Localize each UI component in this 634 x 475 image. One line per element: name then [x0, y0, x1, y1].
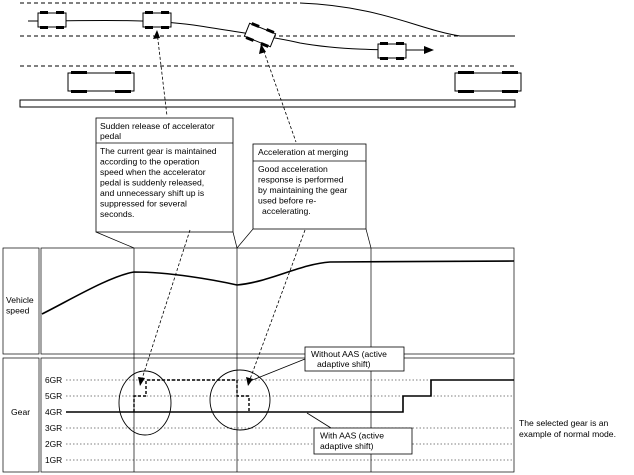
- truck-icon: [67, 71, 135, 93]
- highlight-circle: [209, 369, 271, 431]
- with-aas-annotation: With AAS (active adaptive shift): [306, 412, 413, 455]
- annotation-line: Without AAS (active: [311, 349, 387, 359]
- annotation-leader: [306, 412, 332, 429]
- gear-tick-label: 2GR: [45, 439, 62, 449]
- callout-body-line: suppressed for several: [100, 199, 187, 209]
- gear-line-without-aas: [133, 379, 250, 412]
- callout-body-line: Good acceleration: [258, 164, 328, 174]
- bracket-line: [232, 231, 238, 249]
- without-aas-annotation: Without AAS (active adaptive shift): [249, 346, 405, 382]
- speed-label-line: speed: [6, 306, 30, 316]
- selected-gear-note: The selected gear is an example of norma…: [519, 418, 616, 439]
- speed-curve: [41, 260, 515, 315]
- callout-leader-arrowhead: [246, 377, 253, 386]
- annotation-line: With AAS (active: [320, 431, 384, 441]
- callout-box: [252, 143, 367, 230]
- road-scene: [19, 2, 522, 108]
- note-line: example of normal mode.: [519, 429, 616, 439]
- highlight-circle: [118, 370, 172, 436]
- callout-brackets: [95, 228, 372, 249]
- scene-leaders: [153, 30, 297, 143]
- callout-box: [95, 117, 234, 233]
- gear-label: Gear: [11, 407, 30, 417]
- bracket-line: [365, 228, 372, 249]
- speed-label-line: Vehicle: [6, 295, 34, 305]
- callout-leader: [248, 229, 306, 383]
- callout-body-line: by maintaining the gear: [258, 185, 347, 195]
- truck-icon: [454, 71, 522, 93]
- callout-body-line: used before re-: [258, 196, 316, 206]
- annotation-box: [304, 346, 405, 372]
- callout-body-line: The current gear is maintained: [100, 146, 217, 156]
- gear-tick-label: 4GR: [45, 407, 62, 417]
- vehicle-path-arrow: [27, 19, 426, 51]
- callout-body-line: response is performed: [258, 175, 344, 185]
- annotation-line: adaptive shift): [320, 441, 374, 451]
- vehicle-path-arrowhead: [424, 46, 434, 54]
- callout-title-line: Sudden release of accelerator: [100, 121, 215, 131]
- callout-title-line: Acceleration at merging: [258, 147, 349, 157]
- callout-body-line: speed when the accelerator: [100, 167, 206, 177]
- annotation-leader: [249, 358, 306, 382]
- car-icon: [377, 42, 407, 60]
- car-icon: [37, 11, 67, 29]
- callout-title-line: pedal: [100, 131, 121, 141]
- bracket-line: [236, 228, 254, 249]
- callout-merging: Acceleration at merging Good acceleratio…: [252, 143, 367, 230]
- leader-arrowhead: [153, 30, 160, 39]
- merge-lane-edge: [299, 2, 515, 37]
- callout-leader-arrowhead: [138, 377, 145, 386]
- annotation-box: [313, 427, 413, 455]
- car-icon: [243, 22, 277, 48]
- speed-plot-box: [40, 247, 515, 355]
- callout-body-line: seconds.: [100, 209, 134, 219]
- car-icon: [142, 11, 172, 29]
- leader-line: [261, 45, 297, 143]
- leader-line: [156, 31, 168, 117]
- road-barrier: [19, 99, 516, 108]
- callout-body-line: and unnecessary shift up is: [100, 188, 204, 198]
- gear-tick-label: 1GR: [45, 455, 62, 465]
- callout-body-line: pedal is suddenly released,: [100, 178, 204, 188]
- gear-label-box: [2, 357, 40, 473]
- gear-panel: Gear 6GR 5GR 4GR 3GR 2GR 1GR: [2, 229, 515, 473]
- note-line: The selected gear is an: [519, 418, 609, 428]
- annotation-line: adaptive shift): [317, 359, 371, 369]
- speed-label-box: [2, 247, 40, 355]
- callout-leader: [140, 229, 191, 383]
- callout-body-line: accelerating.: [262, 206, 311, 216]
- leader-arrowhead: [259, 44, 266, 54]
- gear-tick-label: 6GR: [45, 375, 62, 385]
- gear-line-with-aas: [66, 379, 514, 413]
- speed-panel: Vehicle speed: [2, 247, 515, 355]
- gear-plot-box: [40, 357, 515, 473]
- callout-sudden-release: Sudden release of accelerator pedal The …: [95, 117, 234, 233]
- bracket-line: [95, 231, 135, 249]
- callout-body-line: according to the operation: [100, 157, 200, 167]
- gear-tick-label: 5GR: [45, 391, 62, 401]
- gear-tick-label: 3GR: [45, 423, 62, 433]
